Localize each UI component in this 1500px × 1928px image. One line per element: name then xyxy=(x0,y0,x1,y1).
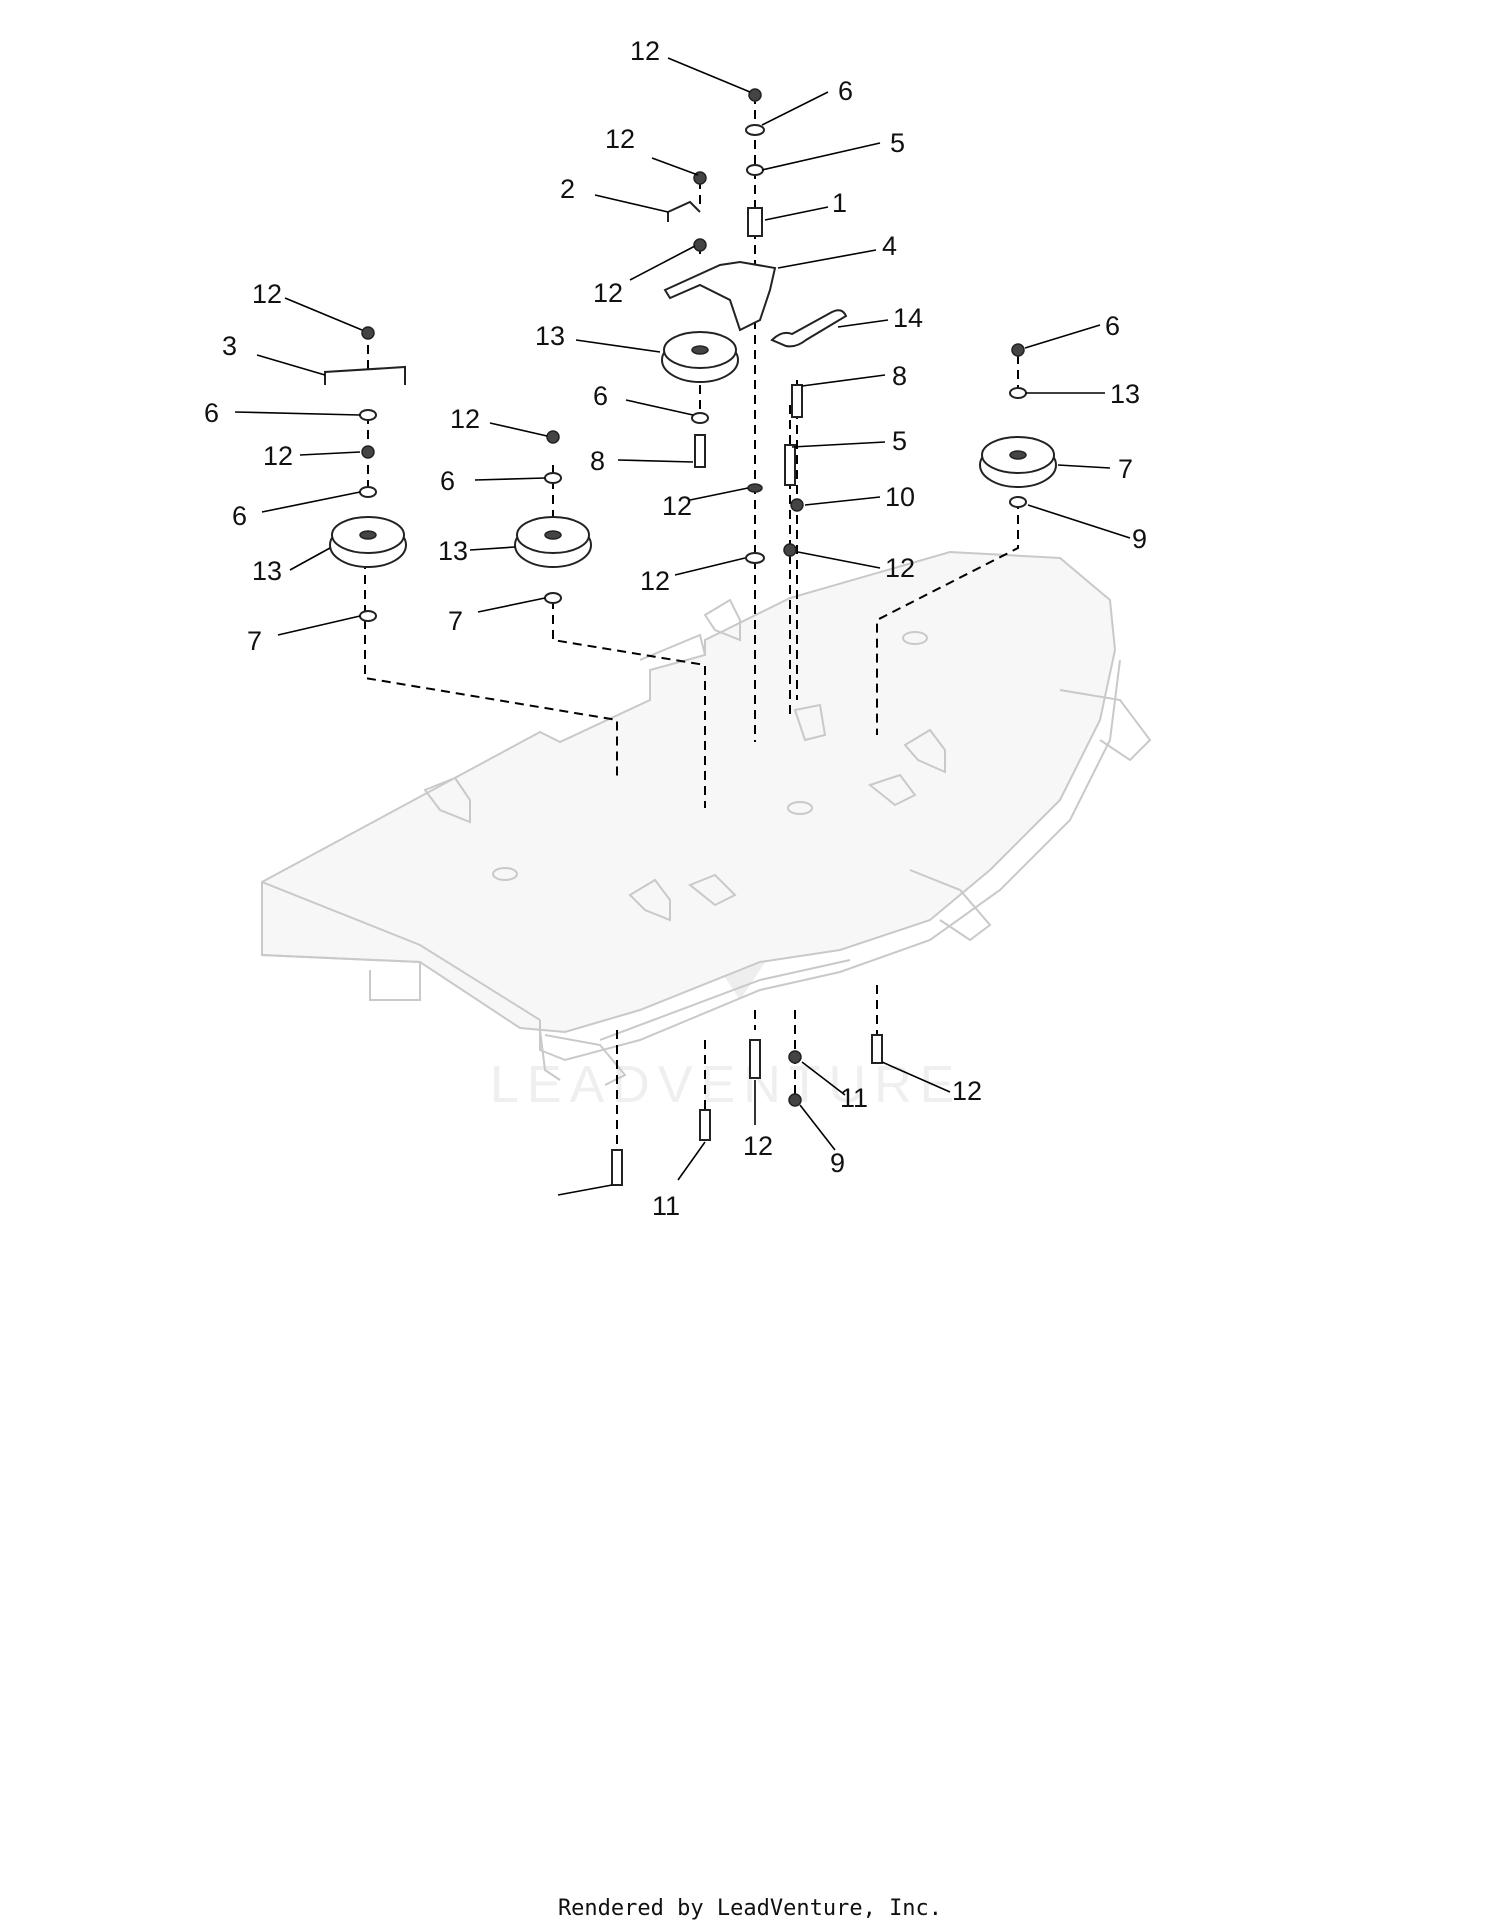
bolt-part xyxy=(694,434,706,468)
callout-label: 12 xyxy=(593,278,623,308)
callout-label: 13 xyxy=(438,536,468,566)
callout-label: 6 xyxy=(1105,311,1120,341)
callout-label: 1 xyxy=(832,188,847,218)
leader-lines xyxy=(234,57,1131,1196)
callout-label: 13 xyxy=(252,556,282,586)
spacer-part xyxy=(747,207,763,237)
bushing-part xyxy=(746,164,764,176)
callout-label: 13 xyxy=(1110,379,1140,409)
callout-label: 12 xyxy=(885,553,915,583)
callout-label: 11 xyxy=(652,1191,680,1221)
callout-label: 12 xyxy=(605,124,635,154)
washer-part xyxy=(745,124,765,136)
callout-label: 12 xyxy=(640,566,670,596)
callout-label: 6 xyxy=(593,381,608,411)
rod-part-3 xyxy=(324,365,406,385)
callout-label: 12 xyxy=(952,1076,982,1106)
mower-deck xyxy=(261,550,1152,1086)
callout-label: 6 xyxy=(204,398,219,428)
callout-label: 5 xyxy=(892,426,907,456)
callout-label: 14 xyxy=(893,303,923,333)
callout-label: 10 xyxy=(885,482,915,512)
callout-label: 6 xyxy=(440,466,455,496)
parts xyxy=(324,88,1057,1186)
callout-label: 12 xyxy=(450,404,480,434)
callout-label: 6 xyxy=(838,76,853,106)
callout-label: 3 xyxy=(222,331,237,361)
callout-label: 9 xyxy=(830,1148,845,1178)
callout-labels: 12 6 5 1 12 2 12 4 14 13 12 3 6 12 6 13 … xyxy=(204,36,1147,1221)
callout-label: 7 xyxy=(1118,454,1133,484)
callout-label: 13 xyxy=(535,321,565,351)
spring-part xyxy=(770,309,848,348)
idler-arm-part xyxy=(663,260,777,332)
callout-label: 12 xyxy=(743,1131,773,1161)
callout-label: 8 xyxy=(590,446,605,476)
callout-label: 7 xyxy=(247,626,262,656)
watermark-text: LEADVENTURE xyxy=(490,1056,962,1114)
callout-label: 12 xyxy=(252,279,282,309)
callout-label: 4 xyxy=(882,231,897,261)
callout-label: 8 xyxy=(892,361,907,391)
footer-credit: Rendered by LeadVenture, Inc. xyxy=(557,1896,943,1921)
callout-label: 12 xyxy=(662,491,692,521)
callout-label: 2 xyxy=(560,174,575,204)
callout-label: 5 xyxy=(890,128,905,158)
rod-part xyxy=(667,200,701,222)
callout-label: 6 xyxy=(232,501,247,531)
callout-label: 12 xyxy=(630,36,660,66)
callout-label: 11 xyxy=(840,1083,868,1113)
callout-label: 12 xyxy=(263,441,293,471)
callout-label: 7 xyxy=(448,606,463,636)
nut-part xyxy=(748,88,762,102)
callout-label: 9 xyxy=(1132,524,1147,554)
